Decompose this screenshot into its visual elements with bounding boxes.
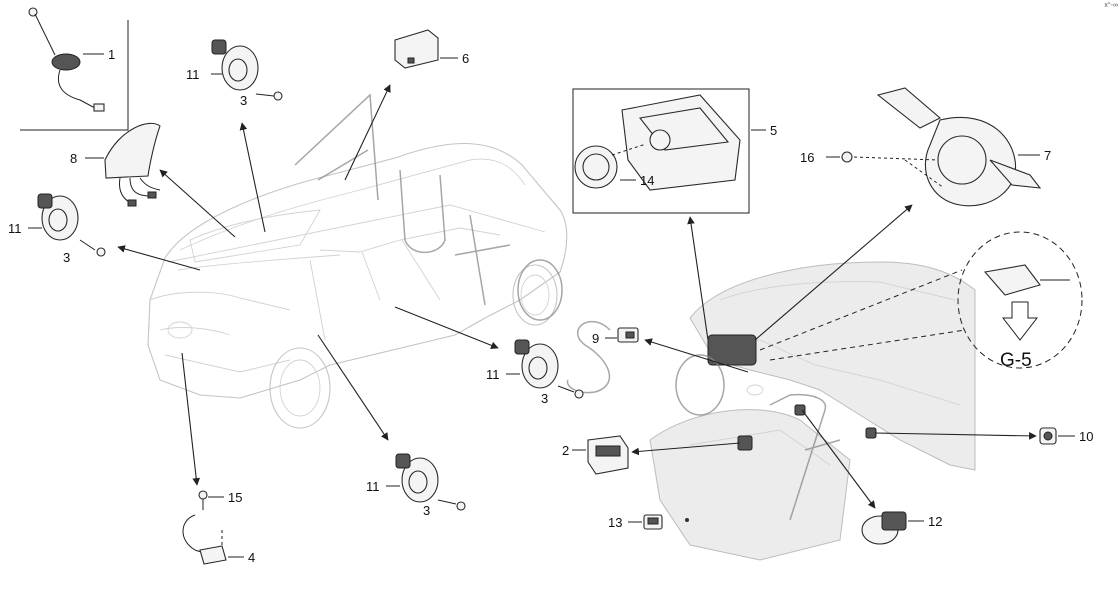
callout-5: 5	[770, 123, 777, 138]
corner-mark: x°-∞	[1104, 1, 1118, 9]
detail-callout	[759, 231, 1083, 369]
start-button-part	[861, 511, 924, 545]
callout-14: 14	[640, 173, 654, 188]
handle-part-door-rear	[386, 453, 466, 511]
callout-10: 10	[1079, 429, 1093, 444]
handle-part-top	[211, 39, 283, 101]
detail-ref-label: G-5	[1000, 350, 1032, 371]
callout-8: 8	[70, 151, 77, 166]
callout-11-top: 11	[186, 67, 200, 82]
watermark	[294, 93, 841, 521]
callout-11-door-front: 11	[486, 367, 500, 382]
switch-part-left	[572, 435, 629, 475]
antenna-part	[20, 7, 129, 131]
console-switch-part	[628, 514, 663, 530]
location-arrows	[117, 84, 1037, 509]
shark-antenna-part	[85, 122, 161, 207]
callout-2: 2	[562, 443, 569, 458]
callout-13: 13	[608, 515, 622, 530]
callout-15: 15	[228, 490, 242, 505]
callout-9: 9	[592, 331, 599, 346]
module-part	[394, 29, 458, 69]
callout-3-door-rear: 3	[423, 503, 430, 518]
callout-4: 4	[248, 550, 255, 565]
callout-11-door-rear: 11	[366, 479, 380, 494]
connector-part	[605, 327, 639, 343]
callout-3-top: 3	[240, 93, 247, 108]
callout-16: 16	[800, 150, 814, 165]
callout-labels: 1 2 3 3 3 3 4 5 6 7 8 9 10 11 11 11 11 1…	[8, 47, 1093, 565]
callout-3-rear: 3	[63, 250, 70, 265]
combination-switch-part	[826, 87, 1042, 207]
vehicle-outline	[147, 142, 568, 429]
callout-6: 6	[462, 51, 469, 66]
callout-3-door-front: 3	[541, 391, 548, 406]
button-part-right	[1039, 427, 1075, 445]
callout-7: 7	[1044, 148, 1051, 163]
license-lamp-part	[182, 490, 244, 565]
ac-control-part	[572, 88, 766, 214]
handle-part-rear	[28, 193, 106, 257]
handle-part-door-front	[506, 339, 584, 399]
dashboard-outline	[649, 261, 976, 561]
callout-11-rear: 11	[8, 221, 22, 236]
callout-1: 1	[108, 47, 115, 62]
callout-12: 12	[928, 514, 942, 529]
